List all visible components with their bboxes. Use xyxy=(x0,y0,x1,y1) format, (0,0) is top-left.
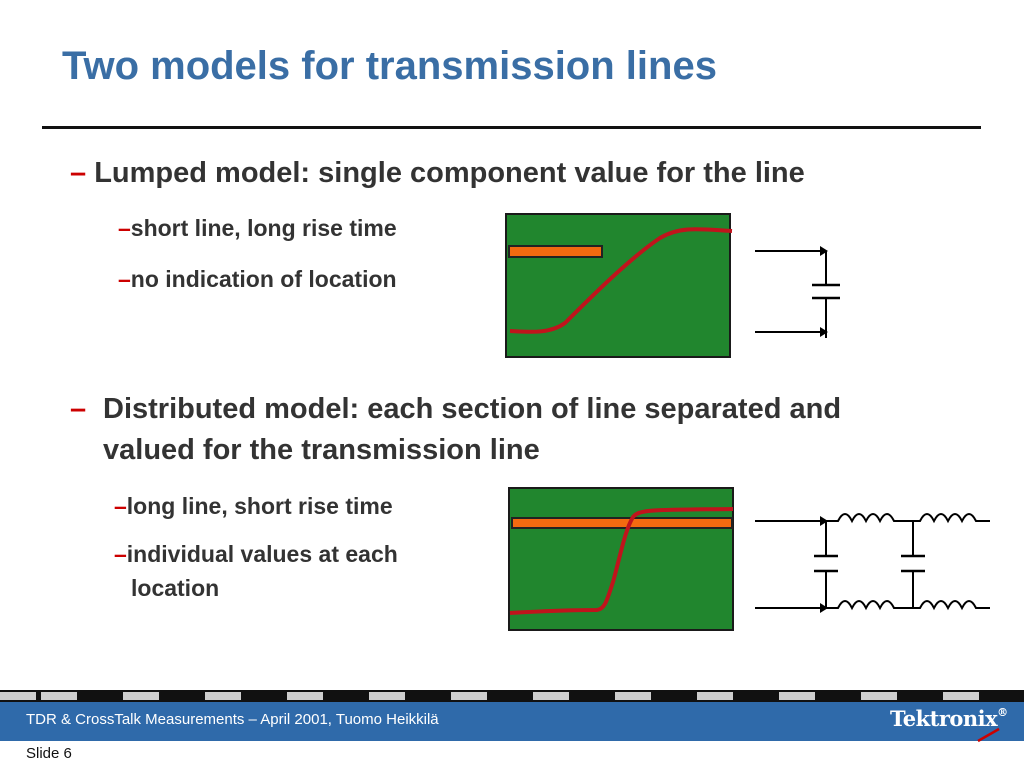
bullet-text-line2: valued for the transmission line xyxy=(103,434,540,466)
subbullet-text-line2: location xyxy=(131,575,220,601)
slide-number: Slide 6 xyxy=(26,745,72,762)
bullet-distributed-model: – Distributed model: each section of lin… xyxy=(70,393,841,426)
capacitor-symbol-icon xyxy=(755,246,840,338)
footer-checker-strip xyxy=(0,690,1024,702)
slow-rise-trace xyxy=(509,227,733,334)
subbullet-text: individual values at each xyxy=(126,541,398,567)
footer-text: TDR & CrossTalk Measurements – April 200… xyxy=(26,711,439,728)
slide-title: Two models for transmission lines xyxy=(62,44,717,88)
subbullet-no-location: –no indication of location xyxy=(118,263,397,296)
scope-waveform-lumped xyxy=(508,227,733,334)
subbullet-long-line: –long line, short rise time xyxy=(114,490,393,523)
fast-edge-bar xyxy=(508,245,603,258)
subbullet-short-line: –short line, long rise time xyxy=(118,212,397,245)
scope-waveform-distributed xyxy=(509,507,734,615)
subbullet-dash: – xyxy=(118,215,131,241)
subbullet-text: long line, short rise time xyxy=(126,493,393,519)
fast-rise-trace xyxy=(509,507,734,615)
logo-mark: ® xyxy=(997,706,1008,719)
logo-text: Tektronix xyxy=(890,706,998,731)
bullet-text: Lumped model: single component value for… xyxy=(94,157,805,189)
scope-display-lumped xyxy=(505,213,731,358)
bullet-lumped-model: – Lumped model: single component value f… xyxy=(70,157,805,190)
bullet-dash: – xyxy=(70,393,87,425)
subbullet-text: short line, long rise time xyxy=(130,215,397,241)
tektronix-logo: Tektronix® xyxy=(890,706,1008,731)
subbullet-dash: – xyxy=(118,266,131,292)
bullet-dash: – xyxy=(70,157,87,189)
footer-bar xyxy=(0,702,1024,741)
slow-edge-bar xyxy=(511,517,733,529)
subbullet-dash: – xyxy=(114,541,127,567)
subbullet-text: no indication of location xyxy=(130,266,397,292)
subbullet-individual-values: –individual values at each xyxy=(114,538,398,571)
bullet-text-line1: Distributed model: each section of line … xyxy=(103,393,842,425)
logo-swoosh-icon xyxy=(977,727,1000,743)
subbullet-dash: – xyxy=(114,493,127,519)
lc-ladder-symbol-icon xyxy=(755,513,990,613)
title-rule xyxy=(42,126,981,129)
